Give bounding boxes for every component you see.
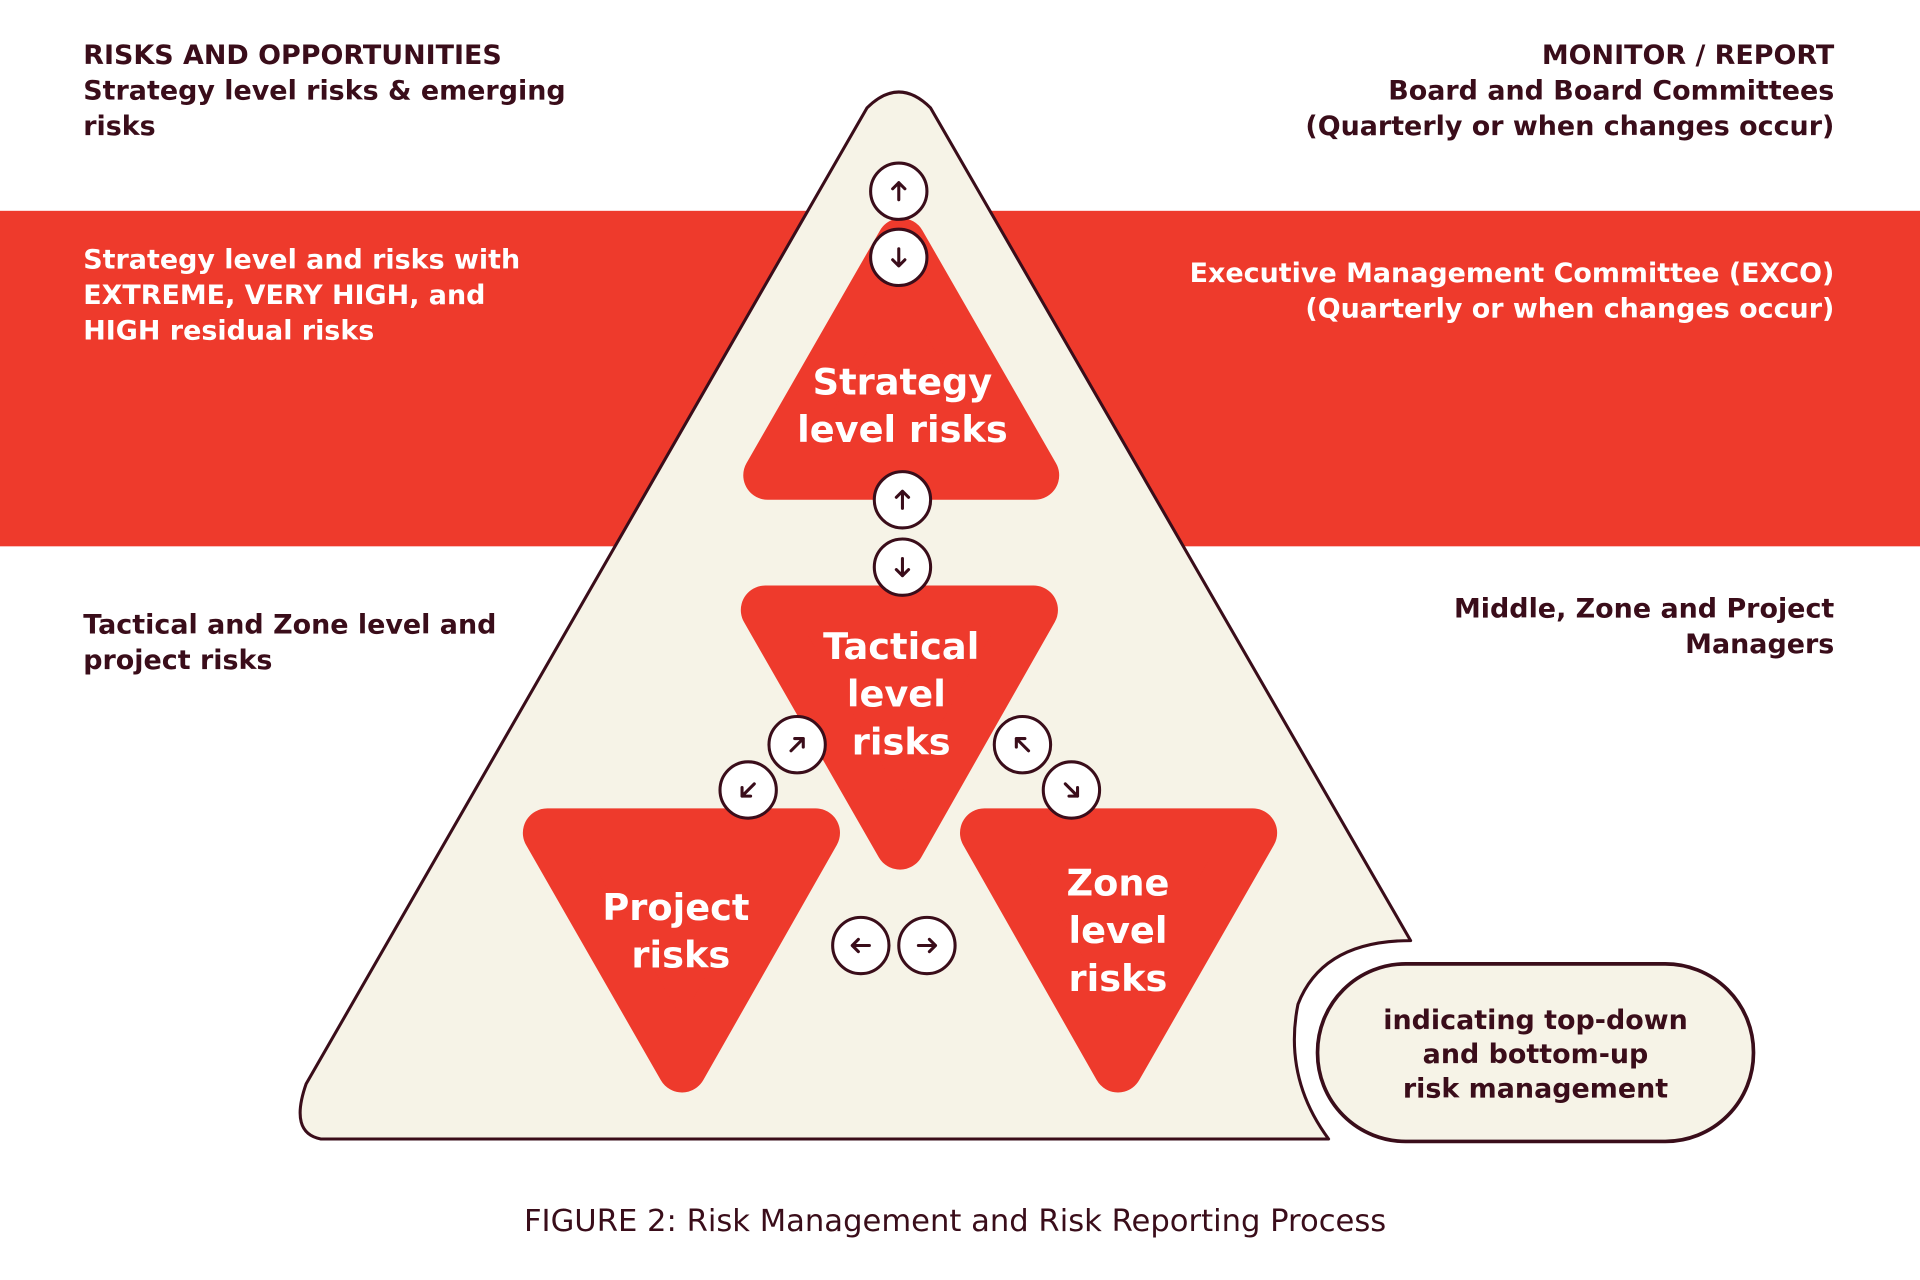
left-bottom-line1: Tactical and Zone level and: [83, 609, 496, 640]
right-top-line1: Board and Board Committees: [1388, 75, 1834, 106]
left-band-line2: EXTREME, VERY HIGH, and: [83, 280, 485, 311]
arrow-up-icon: [869, 161, 929, 221]
arrow-up-right-icon: [767, 715, 827, 775]
strategy-label-1: Strategy: [813, 360, 993, 403]
tactical-label-3: risks: [852, 720, 951, 763]
figure-caption: FIGURE 2: Risk Management and Risk Repor…: [524, 1204, 1386, 1239]
right-bottom-line2: Managers: [1685, 629, 1834, 660]
bubble-line1: indicating top-down: [1383, 1005, 1688, 1036]
left-bottom-line2: project risks: [83, 645, 272, 676]
arrow-down-icon: [869, 227, 929, 288]
right-band-line2: (Quarterly or when changes occur): [1305, 293, 1834, 324]
arrow-left-icon: [831, 915, 891, 976]
bubble-line3: risk management: [1403, 1073, 1668, 1104]
arrow-right-icon: [897, 915, 957, 976]
project-label-1: Project: [602, 886, 749, 929]
left-top-title: RISKS AND OPPORTUNITIES: [83, 40, 502, 71]
left-top-line1: Strategy level risks & emerging: [83, 75, 565, 106]
arrow-down-icon: [872, 537, 933, 597]
zone-shape: [960, 808, 1278, 1093]
strategy-label-2: level risks: [797, 408, 1008, 451]
left-band-line1: Strategy level and risks with: [83, 244, 520, 275]
zone-label-3: risks: [1069, 957, 1168, 1000]
project-label-2: risks: [631, 934, 730, 977]
arrow-down-left-icon: [718, 760, 778, 820]
right-top-title: MONITOR / REPORT: [1542, 40, 1835, 71]
left-band-line3: HIGH residual risks: [83, 315, 374, 346]
tactical-label-1: Tactical: [823, 625, 979, 668]
bubble-line2: and bottom-up: [1423, 1039, 1649, 1070]
zone-label-2: level: [1068, 909, 1167, 952]
arrow-down-right-icon: [1041, 760, 1102, 820]
legend-bubble: [1315, 962, 1756, 1144]
arrow-up-left-icon: [992, 715, 1053, 775]
right-top-line2: (Quarterly or when changes occur): [1305, 111, 1834, 142]
right-band-line1: Executive Management Committee (EXCO): [1190, 258, 1835, 289]
tactical-label-2: level: [847, 673, 946, 716]
project-shape: [522, 808, 840, 1093]
zone-label-1: Zone: [1067, 861, 1170, 904]
arrow-up-icon: [872, 470, 933, 530]
tactical-shape: [740, 585, 1058, 870]
right-bottom-line1: Middle, Zone and Project: [1454, 593, 1834, 624]
left-top-line2: risks: [83, 111, 155, 142]
